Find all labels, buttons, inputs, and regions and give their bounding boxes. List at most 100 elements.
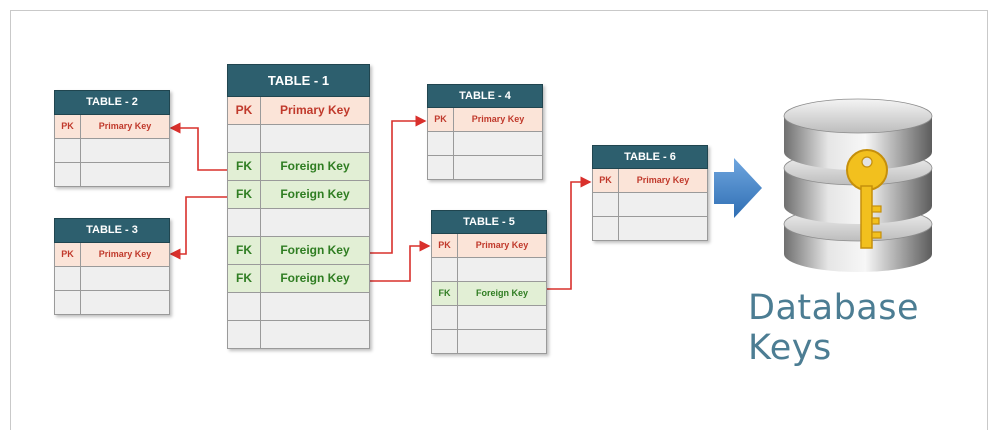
table-header: TABLE - 1 (227, 64, 370, 97)
key-name-cell: Primary Key (475, 240, 529, 250)
key-type-cell: PK (55, 115, 81, 138)
table-row (54, 139, 170, 163)
key-name-cell (261, 321, 369, 348)
table-row: FK Foreign Key (431, 282, 547, 306)
table-header: TABLE - 2 (54, 90, 170, 115)
key-type-cell (55, 139, 81, 162)
key-name-cell (81, 267, 169, 290)
connector-t1-to-t3 (169, 196, 227, 260)
table-row: PK Primary Key (54, 243, 170, 267)
key-type-cell (55, 291, 81, 314)
key-icon (846, 149, 888, 249)
key-type-cell (428, 156, 454, 179)
table-row (227, 125, 370, 153)
key-name-cell (458, 306, 546, 329)
key-name-cell (454, 156, 542, 179)
key-name-cell: Primary Key (279, 103, 351, 117)
table-row (431, 330, 547, 354)
table-row: PK Primary Key (592, 169, 708, 193)
key-name-cell: Primary Key (471, 114, 525, 124)
key-name-cell (261, 293, 369, 320)
key-type-cell: PK (55, 243, 81, 266)
relationship-connectors (169, 98, 933, 290)
key-name-cell (619, 193, 707, 216)
table-row (427, 132, 543, 156)
table-row: FK Foreign Key (227, 181, 370, 209)
right-arrow-icon (714, 158, 762, 218)
key-name-cell: Primary Key (98, 121, 152, 131)
key-type-cell: PK (428, 108, 454, 131)
diagram-frame (10, 10, 988, 430)
table-row: FK Foreign Key (227, 153, 370, 181)
table-row: PK Primary Key (227, 97, 370, 125)
table-header: TABLE - 5 (431, 210, 547, 234)
key-name-cell: Foreign Key (475, 288, 528, 298)
key-name-cell (454, 132, 542, 155)
key-type-cell: FK (228, 237, 261, 264)
table-row (427, 156, 543, 180)
table-row (431, 306, 547, 330)
table-row (592, 193, 708, 217)
table-row (54, 267, 170, 291)
key-type-cell (55, 163, 81, 186)
table-row (227, 293, 370, 321)
key-name-cell (458, 258, 546, 281)
table-row: PK Primary Key (54, 115, 170, 139)
key-type-cell (432, 258, 458, 281)
caption-database-keys: Database Keys (748, 288, 920, 368)
key-type-cell (432, 330, 458, 353)
table-row (431, 258, 547, 282)
key-type-cell (428, 132, 454, 155)
table-row: FK Foreign Key (227, 237, 370, 265)
key-type-cell (228, 209, 261, 236)
table-row (227, 321, 370, 349)
key-name-cell (81, 291, 169, 314)
key-name-cell: Foreign Key (280, 187, 350, 201)
connector-t1-to-t4 (370, 115, 427, 254)
key-name-cell: Primary Key (636, 175, 690, 185)
key-type-cell: FK (228, 265, 261, 292)
key-type-cell (593, 193, 619, 216)
table-row (227, 209, 370, 237)
connector-t1-to-t2 (169, 122, 227, 171)
key-name-cell (261, 125, 369, 152)
key-name-cell (619, 217, 707, 240)
key-type-cell (432, 306, 458, 329)
table-header: TABLE - 3 (54, 218, 170, 243)
connector-t5-to-t6 (546, 176, 592, 290)
table-row (592, 217, 708, 241)
table-header: TABLE - 4 (427, 84, 543, 108)
key-type-cell: PK (228, 97, 261, 124)
key-type-cell: FK (228, 153, 261, 180)
key-name-cell (261, 209, 369, 236)
table-header: TABLE - 6 (592, 145, 708, 169)
table-row (54, 291, 170, 315)
table-row: PK Primary Key (431, 234, 547, 258)
table-row: PK Primary Key (427, 108, 543, 132)
key-type-cell: FK (432, 282, 458, 305)
key-type-cell (593, 217, 619, 240)
key-type-cell: PK (432, 234, 458, 257)
table-row: FK Foreign Key (227, 265, 370, 293)
key-name-cell (81, 163, 169, 186)
key-name-cell: Foreign Key (280, 271, 350, 285)
key-name-cell: Primary Key (98, 249, 152, 259)
key-type-cell (228, 125, 261, 152)
key-type-cell (228, 293, 261, 320)
key-name-cell (81, 139, 169, 162)
table-row (54, 163, 170, 187)
key-name-cell (458, 330, 546, 353)
key-type-cell: FK (228, 181, 261, 208)
key-name-cell: Foreign Key (280, 159, 350, 173)
key-name-cell: Foreign Key (280, 243, 350, 257)
key-type-cell: PK (593, 169, 619, 192)
key-type-cell (55, 267, 81, 290)
key-type-cell (228, 321, 261, 348)
connector-t1-to-t5 (370, 240, 431, 282)
